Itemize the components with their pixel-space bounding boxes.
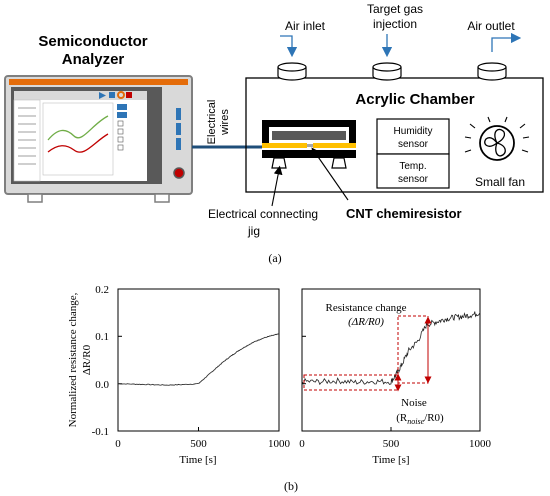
part-b: Normalized resistance change, ΔR/R0 0.2 …: [67, 284, 492, 493]
x-tick-left-500: 500: [190, 438, 207, 450]
analyzer-curve-green: [47, 115, 109, 141]
temp-label-line2: sensor: [398, 174, 429, 185]
series-line-right: [301, 311, 481, 386]
air-inlet-port: [277, 62, 307, 81]
chamber-title: Acrylic Chamber: [355, 91, 474, 108]
record-icon: [126, 92, 132, 98]
y-tick-0.2: 0.2: [95, 284, 109, 296]
electrical-connecting-jig: [262, 120, 356, 169]
jig-pointer: [271, 165, 283, 207]
y-tick-neg0.1: -0.1: [92, 426, 109, 438]
humidity-sensor: [376, 118, 450, 155]
analyzer-title-line1: Semiconductor: [38, 33, 147, 50]
gas-injection-port: [372, 62, 402, 81]
stop-icon: [109, 92, 115, 98]
play-icon: [99, 92, 106, 99]
cnt-channel: [307, 144, 313, 147]
humidity-label-line2: sensor: [398, 139, 429, 150]
y-tick-0.1: 0.1: [95, 331, 109, 343]
y-axis-label-line1: Normalized resistance change,: [67, 292, 79, 427]
caption-b: (b): [284, 479, 298, 493]
electrical-wires-line2: wires: [219, 109, 231, 136]
resistance-change-label-line2: (ΔR/R0): [348, 316, 384, 328]
electrode-left: [262, 143, 307, 148]
electrical-wires-line1: Electrical: [206, 100, 218, 145]
air-inlet-label: Air inlet: [285, 19, 326, 33]
power-knob: [173, 167, 185, 179]
temp-sensor: [376, 153, 450, 189]
noise-label-line2: (Rnoise/R0): [396, 412, 444, 426]
noise-label-line1: Noise: [401, 397, 427, 409]
humidity-label-line1: Humidity: [394, 126, 433, 137]
air-outlet-arrow: [491, 32, 522, 52]
fan-icon: [464, 116, 530, 161]
temp-label-line1: Temp.: [399, 161, 426, 172]
semiconductor-analyzer: [4, 75, 193, 203]
air-outlet-label: Air outlet: [467, 19, 515, 33]
resistance-change-label-line1: Resistance change: [326, 302, 407, 314]
y-tick-0.0: 0.0: [95, 379, 109, 391]
settings-icon: [117, 91, 125, 99]
air-inlet-arrow: [280, 35, 298, 58]
series-line-left: [118, 333, 280, 386]
x-axis-label-right: Time [s]: [372, 454, 409, 466]
analyzer-curve-red: [47, 133, 109, 153]
target-gas-label-line2: injection: [373, 17, 417, 31]
caption-a: (a): [268, 251, 281, 265]
air-outlet-port: [477, 62, 507, 81]
y-axis-label-line2: ΔR/R0: [81, 344, 93, 375]
x-tick-left-0: 0: [115, 438, 121, 450]
x-tick-right-1000: 1000: [469, 438, 492, 450]
electrode-right: [313, 143, 356, 148]
x-tick-right-0: 0: [299, 438, 305, 450]
x-tick-left-1000: 1000: [268, 438, 291, 450]
small-fan-label: Small fan: [475, 175, 525, 189]
jig-label-line2: jig: [247, 224, 260, 238]
jig-label-line1: Electrical connecting: [208, 207, 318, 221]
chart-right-frame: [301, 288, 481, 432]
analyzer-title-line2: Analyzer: [62, 51, 125, 68]
cnt-pointer: [311, 147, 349, 201]
resistance-change-box: [397, 315, 429, 384]
cnt-label: CNT chemiresistor: [346, 206, 462, 221]
target-gas-label-line1: Target gas: [367, 2, 423, 16]
x-axis-label-left: Time [s]: [179, 454, 216, 466]
part-a: Semiconductor Analyzer: [4, 2, 544, 265]
chart-left-frame: [117, 288, 280, 432]
x-tick-right-500: 500: [383, 438, 400, 450]
